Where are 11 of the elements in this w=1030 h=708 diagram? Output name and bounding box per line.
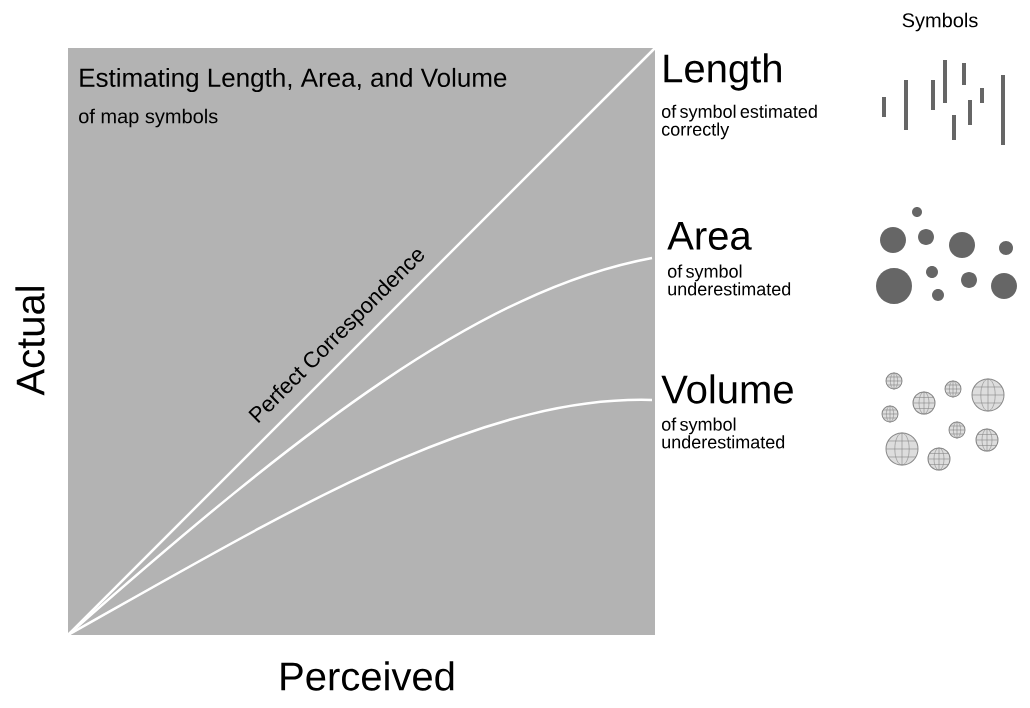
series-description: of symbol underestimated xyxy=(667,264,791,296)
column-heading: Symbols xyxy=(902,12,978,32)
axis-label: Actual xyxy=(15,287,45,396)
series-description: of symbol estimated correctly xyxy=(661,104,817,140)
subtitle: of map symbols xyxy=(79,108,218,128)
series-label: Length xyxy=(664,53,781,91)
series-label: Volume xyxy=(661,374,793,404)
title: Estimating Length, Area, and Volume xyxy=(80,67,507,93)
axis-label: Perceived xyxy=(281,661,454,691)
series-description: of symbol underestimated xyxy=(661,417,785,449)
series-label: Area xyxy=(667,222,752,250)
